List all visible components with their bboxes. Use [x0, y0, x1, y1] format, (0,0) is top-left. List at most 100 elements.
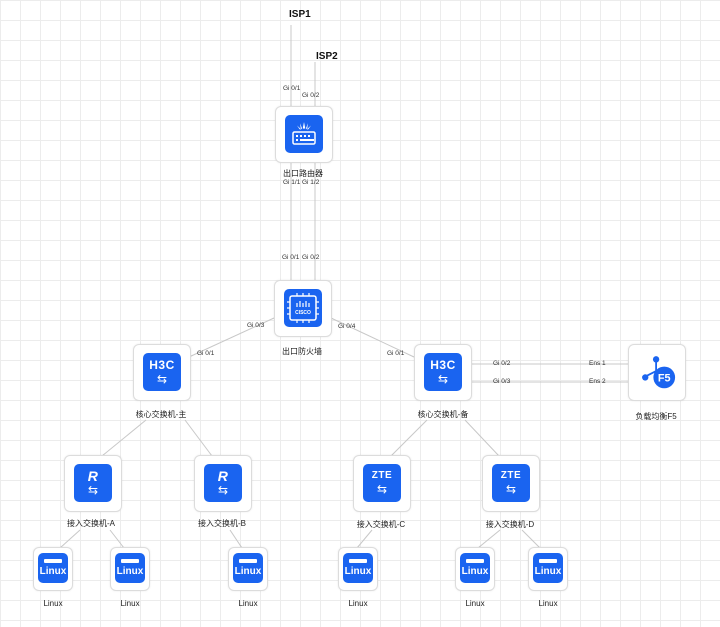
core-backup-brand: H3C [430, 358, 456, 372]
server-node[interactable]: Linux [228, 547, 268, 591]
server-label: Linux [43, 599, 63, 608]
server-slot-icon [539, 559, 557, 563]
port-router-gi02: Gi 0/2 [302, 92, 320, 99]
server-node[interactable]: Linux [338, 547, 378, 591]
server-screen-text: Linux [534, 566, 562, 577]
access-a-brand: R [87, 468, 99, 484]
f5-icon: F5 [638, 353, 676, 391]
server-node[interactable]: Linux [33, 547, 73, 591]
f5-load-balancer-node[interactable]: F5 [628, 344, 686, 401]
port-core-backup-gi02: Gi 0/2 [493, 360, 511, 367]
switch-arrows-icon: ⇆ [376, 482, 388, 496]
server-slot-icon [466, 559, 484, 563]
port-router-gi01: Gi 0/1 [283, 85, 301, 92]
server-slot-icon [349, 559, 367, 563]
router-node[interactable] [275, 106, 333, 163]
access-c-label: 接入交换机-C [356, 520, 406, 529]
link-access-a-server-2 [109, 529, 125, 549]
f5-brand-text: F5 [658, 373, 671, 385]
core-main-label: 核心交换机-主 [135, 410, 187, 419]
access-c-brand: ZTE [371, 470, 393, 481]
ruijie-switch-icon: R ⇆ [204, 464, 242, 502]
server-label: Linux [465, 599, 485, 608]
firewall-brand-text: CISCO [295, 310, 311, 316]
server-screen-text: Linux [344, 566, 372, 577]
link-access-c-server-4 [356, 529, 373, 549]
core-backup-label: 核心交换机-备 [417, 410, 469, 419]
linux-server-icon: Linux [233, 553, 263, 583]
isp1-label: ISP1 [289, 9, 311, 20]
server-slot-icon [239, 559, 257, 563]
access-switch-a-node[interactable]: R ⇆ [64, 455, 122, 512]
link-firewall-core-backup [330, 317, 415, 358]
core-main-brand: H3C [149, 358, 175, 372]
server-node[interactable]: Linux [528, 547, 568, 591]
linux-server-icon: Linux [38, 553, 68, 583]
isp2-label: ISP2 [316, 51, 338, 62]
access-d-label: 接入交换机-D [485, 520, 535, 529]
linux-server-icon: Linux [533, 553, 563, 583]
port-router-gi12: Gi 1/2 [302, 179, 320, 186]
switch-arrows-icon: ⇆ [505, 482, 517, 496]
h3c-switch-icon: H3C ⇆ [143, 353, 181, 391]
port-router-gi11: Gi 1/1 [283, 179, 301, 186]
port-core-main-gi01: Gi 0/1 [197, 350, 215, 357]
server-node[interactable]: Linux [455, 547, 495, 591]
port-f5-ens2: Ens 2 [589, 378, 606, 385]
firewall-node[interactable]: CISCO [274, 280, 332, 337]
port-fw-gi04: Gi 0/4 [338, 323, 356, 330]
router-label: 出口路由器 [283, 169, 323, 178]
server-screen-text: Linux [116, 566, 144, 577]
server-label: Linux [538, 599, 558, 608]
link-core-main-access-a [101, 419, 147, 457]
server-label: Linux [120, 599, 140, 608]
core-switch-main-node[interactable]: H3C ⇆ [133, 344, 191, 401]
core-switch-backup-node[interactable]: H3C ⇆ [414, 344, 472, 401]
link-access-b-server-3 [229, 529, 243, 549]
server-screen-text: Linux [461, 566, 489, 577]
router-glyph [292, 122, 316, 145]
switch-arrows-icon: ⇆ [437, 372, 449, 386]
server-label: Linux [348, 599, 368, 608]
firewall-label: 出口防火墙 [282, 347, 322, 356]
switch-arrows-icon: ⇆ [87, 483, 99, 497]
access-switch-d-node[interactable]: ZTE ⇆ [482, 455, 540, 512]
server-node[interactable]: Linux [110, 547, 150, 591]
port-fw-gi01: Gi 0/1 [282, 254, 300, 261]
cisco-firewall-icon: CISCO [284, 289, 322, 327]
server-label: Linux [238, 599, 258, 608]
port-fw-gi02: Gi 0/2 [302, 254, 320, 261]
access-b-brand: R [217, 468, 229, 484]
access-switch-b-node[interactable]: R ⇆ [194, 455, 252, 512]
f5-label: 负载均衡F5 [635, 412, 677, 421]
server-screen-text: Linux [234, 566, 262, 577]
zte-switch-icon: ZTE ⇆ [492, 464, 530, 502]
port-core-backup-gi01: Gi 0/1 [387, 350, 405, 357]
link-access-d-server-6 [521, 529, 541, 549]
linux-server-icon: Linux [460, 553, 490, 583]
access-b-label: 接入交换机-B [198, 519, 246, 528]
switch-arrows-icon: ⇆ [217, 483, 229, 497]
server-slot-icon [44, 559, 62, 563]
access-switch-c-node[interactable]: ZTE ⇆ [353, 455, 411, 512]
linux-server-icon: Linux [343, 553, 373, 583]
server-slot-icon [121, 559, 139, 563]
f5-glyph: F5 [642, 356, 676, 389]
port-fw-gi03: Gi 0/3 [247, 322, 265, 329]
h3c-switch-icon: H3C ⇆ [424, 353, 462, 391]
huawei-router-icon [285, 115, 323, 153]
link-core-main-access-b [184, 419, 213, 457]
link-access-d-server-5 [477, 529, 501, 549]
server-screen-text: Linux [39, 566, 67, 577]
zte-switch-icon: ZTE ⇆ [363, 464, 401, 502]
link-firewall-core-main [188, 317, 275, 358]
link-core-backup-access-c [390, 419, 428, 457]
link-access-a-server-1 [59, 529, 81, 549]
switch-arrows-icon: ⇆ [156, 372, 168, 386]
port-core-backup-gi03: Gi 0/3 [493, 378, 511, 385]
linux-server-icon: Linux [115, 553, 145, 583]
ruijie-switch-icon: R ⇆ [74, 464, 112, 502]
access-d-brand: ZTE [500, 470, 522, 481]
